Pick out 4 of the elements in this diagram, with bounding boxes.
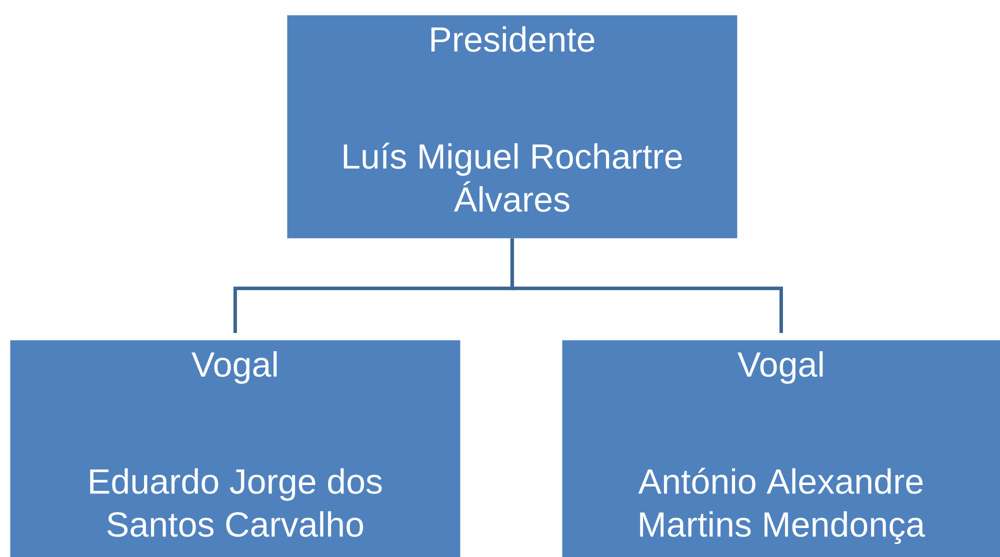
org-box: Vogal Eduardo Jorge dos Santos Carvalho (10, 340, 460, 557)
connector-line (510, 238, 783, 333)
org-box: Presidente Luís Miguel Rochartre Álvares (287, 15, 738, 238)
org-box: Vogal António Alexandre Martins Mendonça (562, 340, 1000, 557)
